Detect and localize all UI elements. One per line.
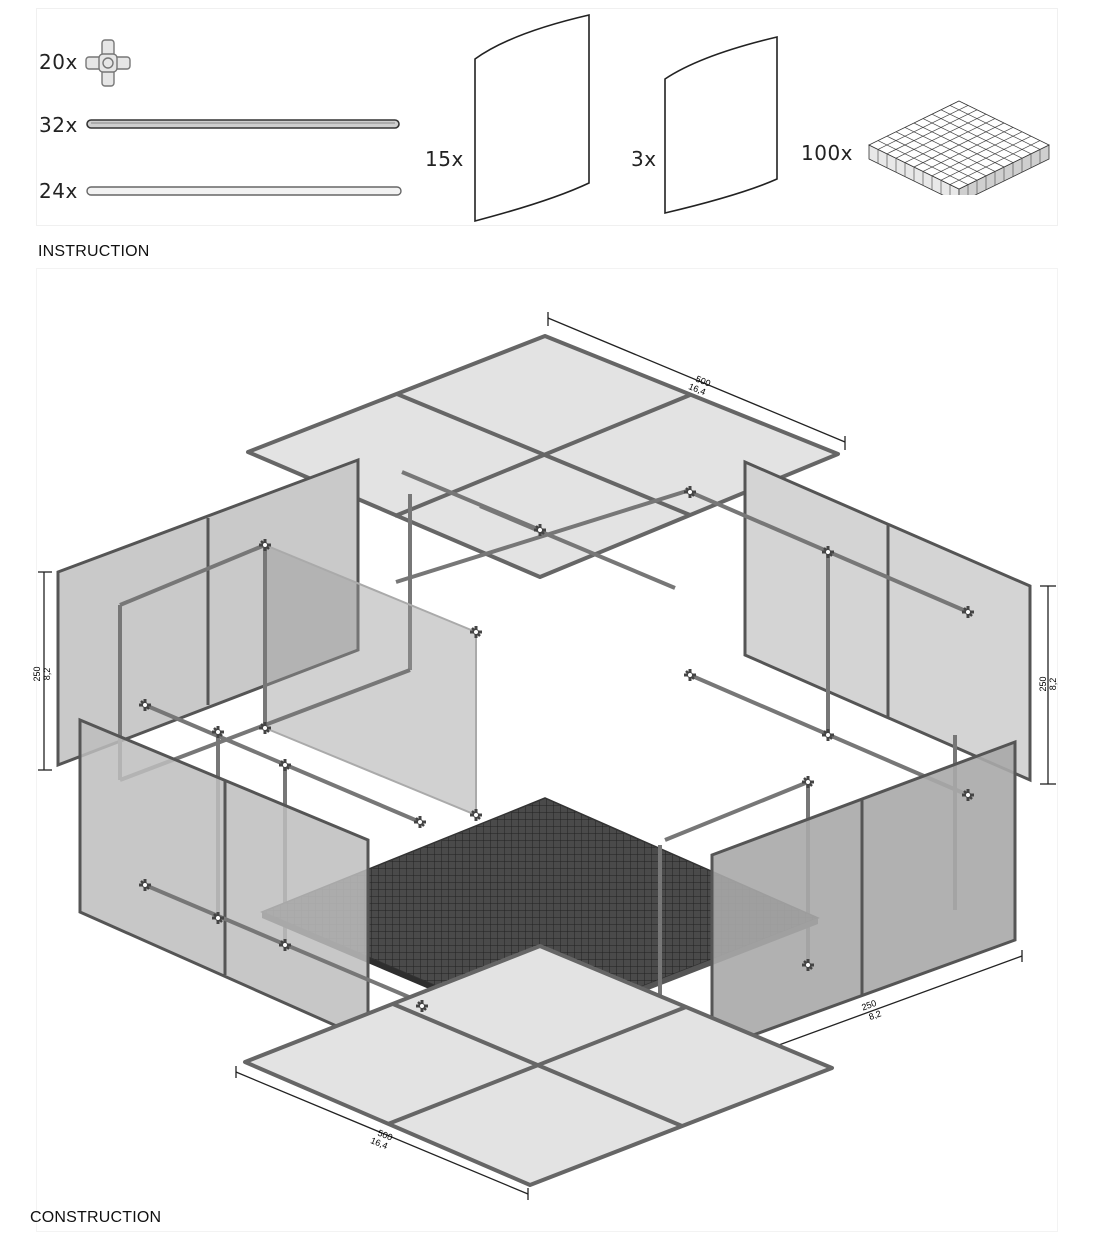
connector-node bbox=[802, 959, 814, 971]
connector-node bbox=[139, 879, 151, 891]
connector-node bbox=[212, 912, 224, 924]
floor-tile-grid-icon bbox=[868, 100, 1050, 195]
roof-panel bbox=[246, 334, 840, 579]
small-panel-icon bbox=[664, 35, 778, 215]
front-right-width-value: 250 bbox=[860, 998, 878, 1013]
large-panel-count: 15x bbox=[425, 147, 464, 171]
construction-diagram-panel bbox=[36, 268, 1058, 1232]
connector-node bbox=[684, 486, 696, 498]
connector-node bbox=[139, 699, 151, 711]
parts-list-panel: 20x 32x 24x 15x 3x 100x bbox=[36, 8, 1058, 226]
connector-node bbox=[212, 726, 224, 738]
base-panel bbox=[243, 944, 834, 1187]
connector-node bbox=[279, 939, 291, 951]
front-right-wall bbox=[710, 739, 1017, 1053]
connector-node bbox=[259, 722, 271, 734]
connector-node bbox=[822, 546, 834, 558]
bottom-width-dimension: 500 16,4 bbox=[235, 1066, 529, 1200]
connector-count: 20x bbox=[39, 50, 78, 74]
six-way-connector-icon bbox=[85, 39, 131, 87]
right-height-value: 250 bbox=[1038, 676, 1048, 691]
connector-node bbox=[802, 776, 814, 788]
left-height-sub: 8,2 bbox=[42, 668, 52, 681]
connector-node bbox=[470, 809, 482, 821]
front-left-wall bbox=[78, 717, 370, 1043]
connector-node bbox=[259, 539, 271, 551]
front-right-width-sub: 8,2 bbox=[867, 1008, 882, 1022]
instruction-label: INSTRUCTION bbox=[38, 243, 150, 260]
large-panel-icon bbox=[474, 13, 590, 223]
connector-node bbox=[822, 729, 834, 741]
connector-nodes bbox=[139, 486, 974, 1012]
long-tube-count: 32x bbox=[39, 113, 78, 137]
connector-node bbox=[962, 789, 974, 801]
upper-rods bbox=[395, 470, 691, 670]
connector-node bbox=[414, 816, 426, 828]
connector-node bbox=[470, 626, 482, 638]
connector-node bbox=[534, 524, 546, 536]
dark-tube-icon bbox=[86, 119, 400, 129]
right-height-dimension: 250 8,2 bbox=[1038, 585, 1058, 785]
left-back-wall bbox=[56, 457, 360, 768]
small-panel-count: 3x bbox=[631, 147, 657, 171]
left-height-value: 250 bbox=[32, 666, 42, 681]
left-height-dimension: 250 8,2 bbox=[32, 571, 52, 771]
right-back-wall bbox=[743, 459, 1032, 783]
connector-node bbox=[684, 669, 696, 681]
short-tube-count: 24x bbox=[39, 179, 78, 203]
interior-divider-panel bbox=[264, 543, 477, 817]
right-height-sub: 8,2 bbox=[1048, 678, 1058, 691]
connector-node bbox=[962, 606, 974, 618]
construction-label: CONSTRUCTION bbox=[30, 1209, 162, 1226]
top-width-dimension: 500 16,4 bbox=[547, 312, 846, 450]
light-tube-icon bbox=[86, 186, 402, 196]
connector-node bbox=[279, 759, 291, 771]
connector-node bbox=[416, 1000, 428, 1012]
floor-tile-count: 100x bbox=[801, 141, 854, 165]
